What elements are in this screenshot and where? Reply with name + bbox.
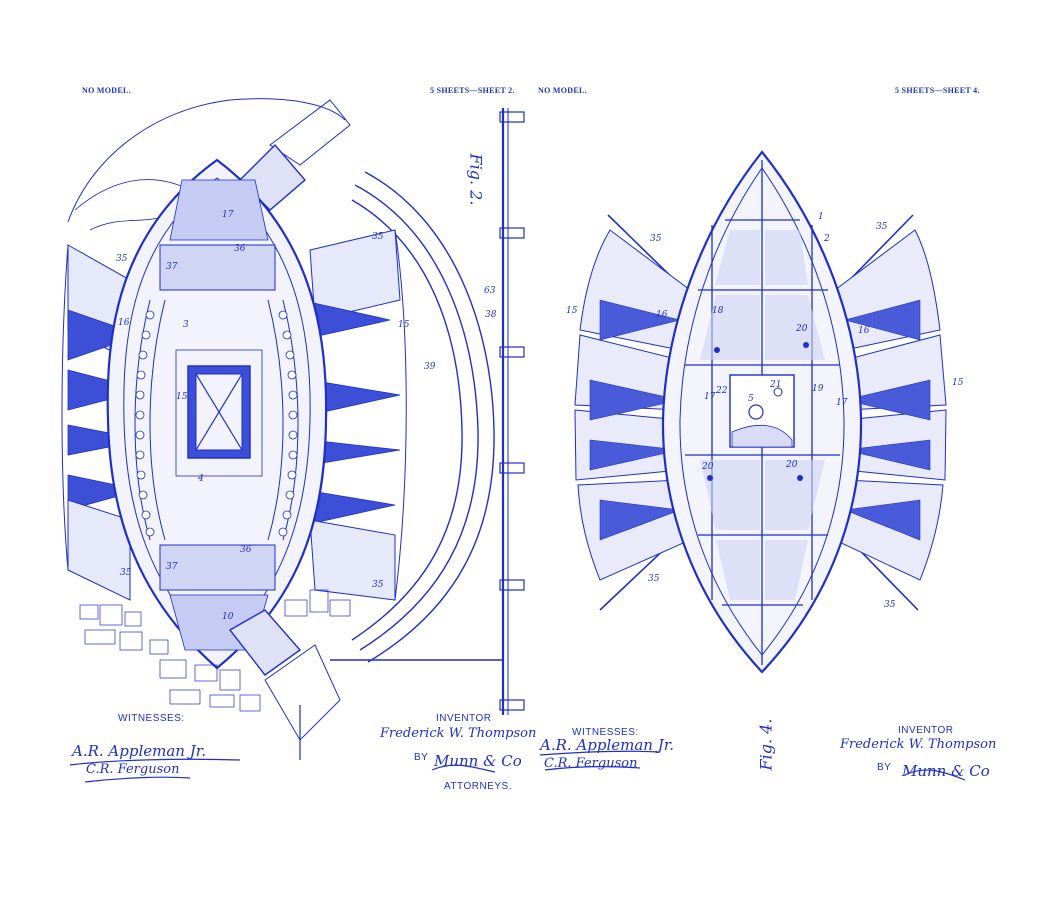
sheet4-no-model: NO MODEL. <box>538 86 587 95</box>
sheet2-inventor-name: Frederick W. Thompson <box>380 726 537 741</box>
sheet4-inventor-name: Frederick W. Thompson <box>840 737 997 752</box>
ref-label: 35 <box>650 234 662 244</box>
ref-label: 15 <box>398 320 410 330</box>
ref-label: 35 <box>372 232 384 242</box>
ref-label: 16 <box>656 310 668 320</box>
ref-label: 35 <box>876 222 888 232</box>
ref-label: 16 <box>118 318 130 328</box>
ref-label: 22 <box>716 386 728 396</box>
ref-label: 15 <box>952 378 964 388</box>
ref-label: 4 <box>198 474 204 484</box>
ref-label: 36 <box>240 545 252 555</box>
sheet2-figure-label: Fig. 2. <box>466 153 486 206</box>
fig4-drawing <box>574 150 947 674</box>
sheet4-sheet-label: 5 SHEETS—SHEET 4. <box>895 86 980 95</box>
sheet2-attorneys-label: ATTORNEYS. <box>444 781 512 792</box>
ref-label: 36 <box>234 244 246 254</box>
ref-label: 10 <box>222 612 234 622</box>
sheet2-attorney-signature: Munn & Co <box>434 752 522 770</box>
sheet2-witness-2: C.R. Ferguson <box>86 762 180 777</box>
sheet4-by-label: BY <box>877 762 892 773</box>
ref-label: 19 <box>812 384 824 394</box>
sheet4-witness-2: C.R. Ferguson <box>544 756 638 771</box>
ref-label: 35 <box>884 600 896 610</box>
ref-label: 2 <box>824 234 830 244</box>
ref-label: 1 <box>818 212 824 222</box>
sheet2-sheet-label: 5 SHEETS—SHEET 2. <box>430 86 515 95</box>
ref-label: 3 <box>183 320 189 330</box>
ref-label: 20 <box>786 460 798 470</box>
ref-label: 17 <box>222 210 234 220</box>
sheet2-by-label: BY <box>414 752 429 763</box>
ref-label: 35 <box>120 568 132 578</box>
ref-label: 5 <box>748 394 754 404</box>
ref-label: 17 <box>836 398 848 408</box>
ref-label: 35 <box>372 580 384 590</box>
ref-label: 16 <box>858 326 870 336</box>
sheet2-witnesses-label: WITNESSES: <box>118 713 185 724</box>
ref-label: 15 <box>176 392 188 402</box>
ref-label: 18 <box>712 306 724 316</box>
ref-label: 35 <box>116 254 128 264</box>
ref-label: 63 <box>484 286 496 296</box>
ref-label: 37 <box>166 562 178 572</box>
ref-label: 38 <box>485 310 497 320</box>
sheet2-inventor-label: INVENTOR <box>436 713 492 724</box>
signature-flourishes <box>69 750 966 783</box>
ref-label: 17 <box>704 392 716 402</box>
sheet4-witness-1: A.R. Appleman Jr. <box>540 736 675 754</box>
sheet4-witnesses-label: WITNESSES: <box>572 727 639 738</box>
sheet4-attorney-signature: Munn & Co <box>902 762 990 780</box>
fig2-drawing <box>61 98 525 760</box>
sheet2-no-model: NO MODEL. <box>82 86 131 95</box>
sheet4-figure-label: Fig. 4. <box>756 718 776 771</box>
sheet4-inventor-label: INVENTOR <box>898 725 954 736</box>
ref-label: 15 <box>566 306 578 316</box>
ref-label: 39 <box>424 362 436 372</box>
ref-label: 20 <box>702 462 714 472</box>
sheet2-witness-1: A.R. Appleman Jr. <box>72 742 207 760</box>
ref-label: 21 <box>770 380 782 390</box>
ref-label: 35 <box>648 574 660 584</box>
ref-label: 37 <box>166 262 178 272</box>
ref-label: 20 <box>796 324 808 334</box>
